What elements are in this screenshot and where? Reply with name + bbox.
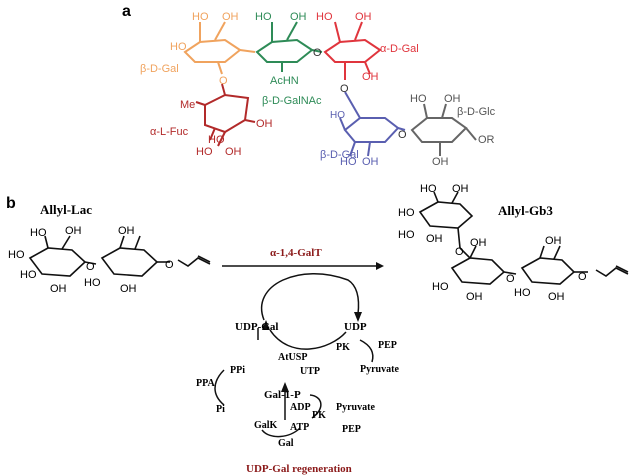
ho-label: HO	[340, 156, 357, 168]
ho-label: HO	[170, 41, 187, 53]
oh-label: OH	[432, 156, 449, 168]
oh-label: OH	[470, 237, 487, 249]
adp-label: ADP	[290, 402, 311, 413]
unit-label-b-d-glc: β-D-Glc	[457, 106, 496, 118]
udp-label: UDP	[344, 321, 367, 333]
ho-label: HO	[20, 269, 37, 281]
oh-label: OH	[65, 225, 82, 237]
ho-label: HO	[192, 11, 209, 23]
oh-label: OH	[290, 11, 307, 23]
ho-label: HO	[398, 207, 415, 219]
me-label: Me	[180, 99, 195, 111]
pyruvate-label: Pyruvate	[360, 364, 399, 375]
b-d-gal-low-ring	[339, 91, 406, 157]
a-d-gal-ring	[323, 21, 382, 80]
o-label: O	[86, 261, 95, 273]
ho-label: HO	[420, 183, 437, 195]
b-d-gal-top-ring	[183, 21, 256, 75]
pyruvate2-label: Pyruvate	[336, 402, 375, 413]
o-label: O	[313, 47, 322, 59]
oh-label: OH	[225, 146, 242, 158]
ppa-label: PPA	[196, 378, 215, 389]
ho-label: HO	[84, 277, 101, 289]
pep2-label: PEP	[342, 424, 361, 435]
unit-label-b-d-galnac: β-D-GalNAc	[262, 95, 322, 107]
b-d-galnac-ring	[255, 21, 323, 72]
gal-label: Gal	[278, 438, 294, 449]
ho-label: HO	[255, 11, 272, 23]
oh-label: OH	[120, 283, 137, 295]
oh-label: OH	[452, 183, 469, 195]
oh-label: OH	[466, 291, 483, 303]
arrowhead	[354, 312, 362, 322]
ho-label: HO	[398, 229, 415, 241]
unit-label-a-l-fuc: α-L-Fuc	[150, 126, 189, 138]
arrowhead	[281, 382, 289, 392]
pk2-label: PK	[312, 410, 326, 421]
ho-label: HO	[410, 93, 427, 105]
acnh-label: AcHN	[270, 75, 299, 87]
panel-b-letter: b	[6, 195, 16, 212]
panel-a-letter: a	[122, 3, 131, 20]
regeneration-caption: UDP-Gal regeneration	[246, 463, 352, 475]
unit-label-b-d-gal-low: β-D-Gal	[320, 149, 359, 161]
ho-label: HO	[8, 249, 25, 261]
o-label: O	[506, 273, 515, 285]
product-name: Allyl-Gb3	[498, 203, 553, 218]
atusp-label: AtUSP	[278, 352, 307, 363]
unit-label-b-d-gal-top: β-D-Gal	[140, 63, 179, 75]
atp-label: ATP	[290, 422, 309, 433]
galk-label: GalK	[254, 420, 278, 431]
ho-label: HO	[208, 134, 225, 146]
oh-label: OH	[444, 93, 461, 105]
ho-label: HO	[514, 287, 531, 299]
o-label: O	[455, 246, 464, 258]
unit-label-a-d-gal: α-D-Gal	[380, 43, 419, 55]
ho-label: HO	[196, 146, 213, 158]
oh-label: OH	[362, 156, 379, 168]
o-label: O	[219, 75, 228, 87]
oh-label: OH	[548, 291, 565, 303]
or-label: OR	[478, 134, 495, 146]
oh-label: OH	[362, 71, 379, 83]
arrowhead	[262, 320, 270, 330]
oh-label: OH	[545, 235, 562, 247]
ho-label: HO	[432, 281, 449, 293]
oh-label: OH	[256, 118, 273, 130]
substrate-name: Allyl-Lac	[40, 202, 92, 217]
a-l-fuc-ring	[195, 83, 256, 147]
pep-label: PEP	[378, 340, 397, 351]
o-label: O	[398, 129, 407, 141]
pk-label: PK	[336, 342, 350, 353]
oh-label: OH	[222, 11, 239, 23]
oh-label: OH	[426, 233, 443, 245]
o-label: O	[578, 271, 587, 283]
gal-1-p-label: Gal-1-P	[264, 389, 301, 401]
ho-label: HO	[330, 110, 345, 121]
reaction-arrow	[222, 262, 384, 270]
pi-label: Pi	[216, 404, 225, 415]
enzyme-label: α-1,4-GalT	[270, 247, 322, 259]
allyl-gb3-structure	[418, 191, 629, 285]
o-label: O	[165, 259, 174, 271]
oh-label: OH	[355, 11, 372, 23]
o-label: O	[340, 83, 349, 95]
ppi-label: PPi	[230, 365, 245, 376]
ho-label: HO	[316, 11, 333, 23]
b-d-glc-ring	[410, 103, 477, 156]
allyl-lac-structure	[28, 235, 211, 277]
ho-label: HO	[30, 227, 47, 239]
utp-label: UTP	[300, 366, 320, 377]
oh-label: OH	[50, 283, 67, 295]
oh-label: OH	[118, 225, 135, 237]
udp-gal-label: UDP-Gal	[235, 321, 278, 333]
